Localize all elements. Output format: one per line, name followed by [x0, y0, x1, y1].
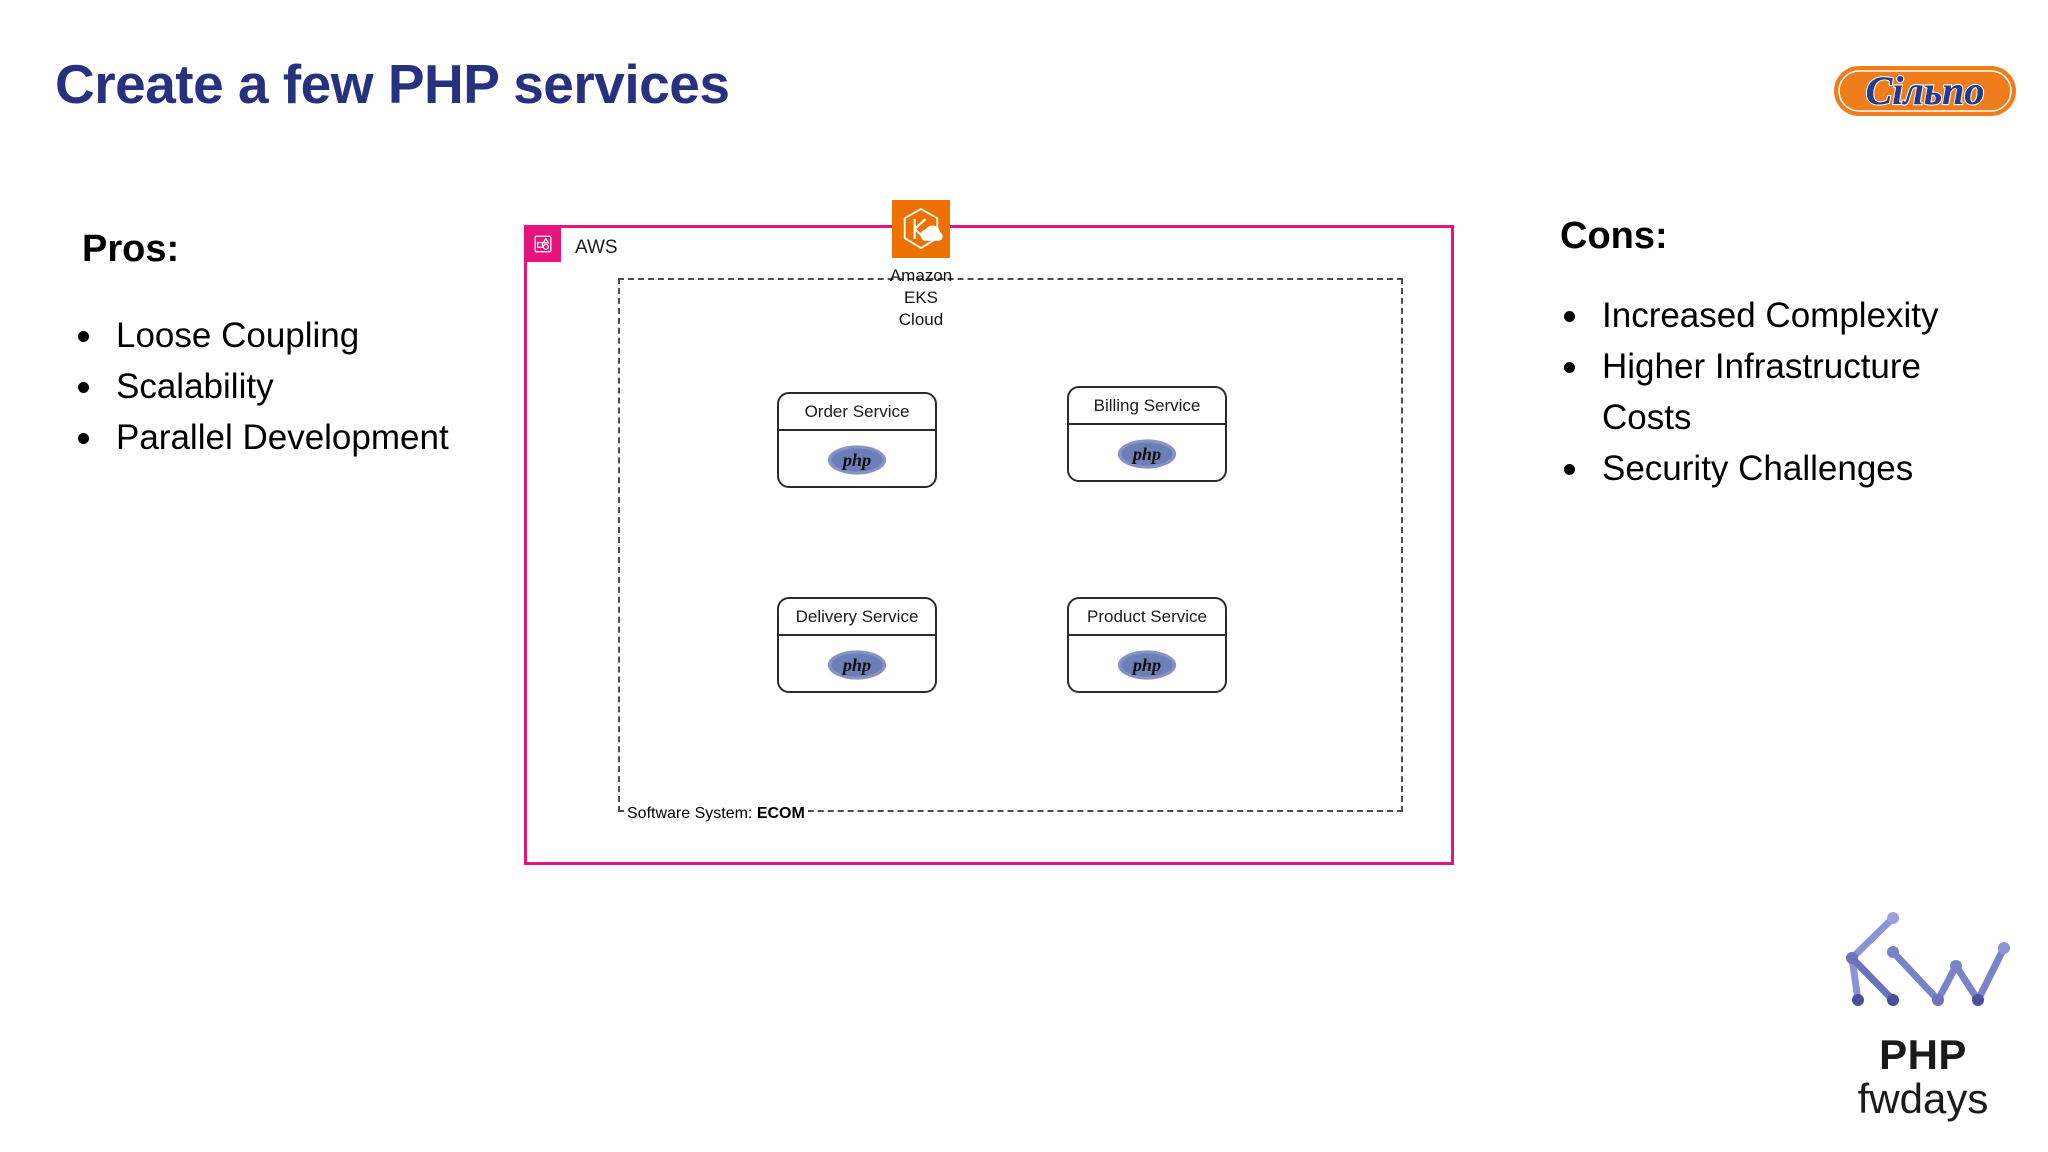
php-logo-icon: php [1117, 649, 1177, 680]
service-body: php [779, 431, 935, 488]
bullet-dot-icon [1564, 311, 1575, 322]
amazon-eks-node: Amazon EKS Cloud [876, 200, 966, 331]
bullet-dot-icon [78, 331, 89, 342]
service-body: php [779, 636, 935, 693]
service-title: Billing Service [1069, 388, 1225, 425]
fwdays-logo: PHP fwdays [1828, 900, 2018, 1130]
list-item-label: Loose Coupling [116, 316, 360, 355]
svg-text:Сільпо: Сільпо [1866, 68, 1985, 113]
list-item-label: Parallel Development [116, 418, 449, 457]
bullet-dot-icon [1564, 464, 1575, 475]
php-logo-icon: php [1117, 438, 1177, 469]
list-item-label: Higher Infrastructure Costs [1602, 347, 1922, 437]
list-item: Loose Coupling [66, 310, 486, 361]
silpo-logo: Сільпо Сільпо [1830, 56, 2020, 128]
list-item: Parallel Development [66, 412, 486, 463]
aws-generic-group-icon [534, 235, 552, 253]
svg-text:php: php [841, 450, 871, 470]
svg-text:php: php [1131, 444, 1161, 464]
software-system-boundary: Software System: ECOM [618, 278, 1403, 823]
list-item-label: Increased Complexity [1602, 296, 1939, 335]
service-box-product: Product Service php [1067, 597, 1227, 693]
amazon-eks-caption: Amazon EKS Cloud [889, 266, 953, 329]
service-title: Delivery Service [779, 599, 935, 636]
bullet-dot-icon [1564, 362, 1575, 373]
bullet-dot-icon [78, 433, 89, 444]
bullet-dot-icon [78, 382, 89, 393]
cons-heading: Cons: [1560, 215, 1668, 257]
service-box-delivery: Delivery Service php [777, 597, 937, 693]
list-item: Scalability [66, 361, 486, 412]
cons-list: Increased Complexity Higher Infrastructu… [1552, 290, 2012, 494]
silpo-logo-icon: Сільпо Сільпо [1834, 66, 2016, 116]
fwdays-name-label: fwdays [1857, 1075, 1989, 1122]
amazon-eks-icon [892, 200, 950, 258]
service-body: php [1069, 636, 1225, 693]
fwdays-php-label: PHP [1879, 1031, 1967, 1078]
list-item: Increased Complexity [1552, 290, 2012, 341]
service-body: php [1069, 425, 1225, 482]
svg-text:php: php [841, 655, 871, 675]
list-item-label: Scalability [116, 367, 274, 406]
software-system-label-prefix: Software System: [627, 805, 757, 822]
php-logo-icon: php [827, 444, 887, 475]
fwdays-wordmark: PHP fwdays [1828, 1034, 2018, 1120]
pros-list: Loose Coupling Scalability Parallel Deve… [66, 310, 486, 463]
svg-text:Сільпо: Сільпо [1866, 68, 1985, 113]
service-box-order: Order Service php [777, 392, 937, 488]
page-title: Create a few PHP services [55, 53, 730, 115]
list-item-label: Security Challenges [1602, 449, 1914, 488]
fwdays-zigzag-mark-icon [1846, 912, 2010, 1006]
service-box-billing: Billing Service php [1067, 386, 1227, 482]
service-title: Order Service [779, 394, 935, 431]
service-title: Product Service [1069, 599, 1225, 636]
svg-text:php: php [1131, 655, 1161, 675]
list-item: Security Challenges [1552, 443, 2012, 494]
software-system-label-value: ECOM [756, 805, 805, 822]
software-system-label: Software System: ECOM [624, 805, 808, 823]
aws-group-container: AWS Software System: ECOM Amazon EKS Clo… [524, 200, 1454, 865]
pros-heading: Pros: [82, 228, 180, 270]
php-logo-icon: php [827, 649, 887, 680]
list-item: Higher Infrastructure Costs [1552, 341, 2012, 443]
aws-group-label: AWS [575, 237, 618, 258]
aws-group-badge [525, 226, 561, 262]
